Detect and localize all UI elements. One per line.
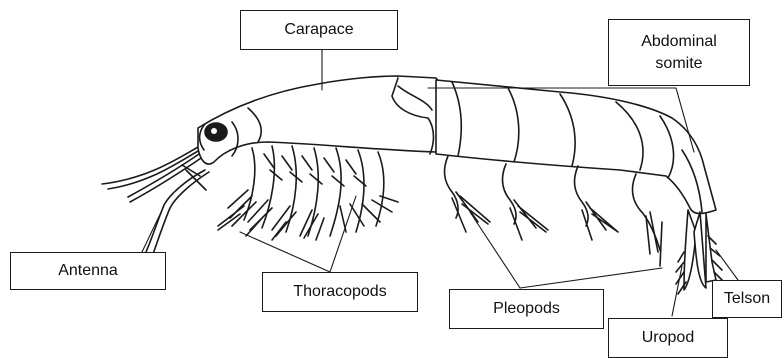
label-abdominal-somite-text: Abdominal somite [641,31,717,75]
label-telson-text: Telson [724,288,770,310]
label-pleopods-text: Pleopods [493,298,560,320]
label-thoracopods: Thoracopods [262,272,418,312]
label-uropod-text: Uropod [642,327,694,349]
carapace-drawing [198,76,442,164]
label-telson: Telson [712,280,782,318]
antenna-drawing [102,146,209,254]
label-carapace-text: Carapace [284,19,353,41]
label-abdominal-somite: Abdominal somite [608,19,750,86]
label-carapace: Carapace [240,10,398,50]
pleopods-drawing [445,156,662,266]
label-thoracopods-text: Thoracopods [293,281,386,303]
label-antenna: Antenna [10,252,166,290]
label-antenna-text: Antenna [58,260,118,282]
thoracopods-drawing [218,146,398,240]
label-uropod: Uropod [608,318,728,358]
label-pleopods: Pleopods [449,289,604,329]
